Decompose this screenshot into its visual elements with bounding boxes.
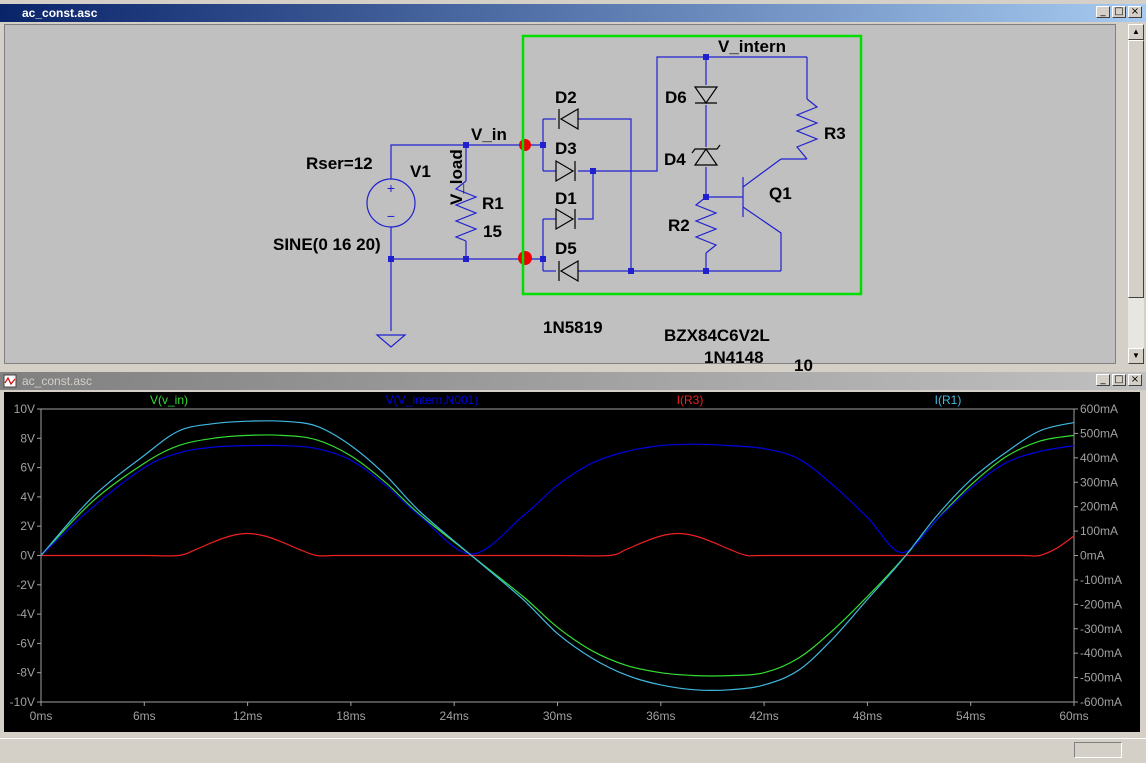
y-right-tick-label: -600mA <box>1080 695 1122 709</box>
x-tick-label: 30ms <box>543 709 572 723</box>
label-q1: Q1 <box>769 184 792 203</box>
label-vload: V_load <box>447 149 466 205</box>
svg-text:−: − <box>387 208 395 224</box>
y-left-tick-label: 8V <box>20 431 35 445</box>
y-left-tick-label: 0V <box>20 549 35 563</box>
y-left-tick-label: -4V <box>16 607 35 621</box>
legend-entry[interactable]: I(R1) <box>935 393 962 407</box>
label-r1-value: 15 <box>483 222 502 241</box>
minimize-button[interactable]: _ <box>1096 374 1110 386</box>
x-tick-label: 42ms <box>749 709 778 723</box>
y-left-tick-label: -6V <box>16 636 35 650</box>
y-right-tick-label: 100mA <box>1080 524 1118 538</box>
x-tick-label: 54ms <box>956 709 985 723</box>
x-tick-label: 48ms <box>853 709 882 723</box>
close-button[interactable]: × <box>1128 6 1142 18</box>
waveform-icon <box>3 374 17 388</box>
x-tick-label: 36ms <box>646 709 675 723</box>
trace-line <box>41 532 1075 557</box>
legend-entry[interactable]: V(V_intern,N001) <box>386 393 479 407</box>
label-vintern: V_intern <box>718 37 786 56</box>
label-d6: D6 <box>665 88 687 107</box>
y-right-tick-label: 600mA <box>1080 402 1118 416</box>
label-d3: D3 <box>555 139 577 158</box>
y-left-tick-label: -8V <box>16 666 35 680</box>
x-tick-label: 24ms <box>440 709 469 723</box>
legend-entry[interactable]: I(R3) <box>677 393 704 407</box>
label-v1: V1 <box>410 162 431 181</box>
schematic-titlebar[interactable]: ac_const.asc _ □ × <box>0 4 1146 22</box>
label-vin: V_in <box>471 125 507 144</box>
y-left-tick-label: -10V <box>10 695 35 709</box>
y-left-tick-label: 10V <box>14 402 35 416</box>
plot-title: ac_const.asc <box>22 374 93 388</box>
label-rser: Rser=12 <box>306 154 373 173</box>
x-axis: 0ms 6ms 12ms 18ms 24ms 30ms 36ms 42ms 48ms 54ms 60… <box>30 702 1089 723</box>
y-left-tick-label: 2V <box>20 519 35 533</box>
minimize-button[interactable]: _ <box>1096 6 1110 18</box>
maximize-button[interactable]: □ <box>1112 6 1126 18</box>
legend-entry[interactable]: V(v_in) <box>150 393 188 407</box>
svg-text:+: + <box>387 180 395 196</box>
x-tick-label: 12ms <box>233 709 262 723</box>
label-d4: D4 <box>664 150 686 169</box>
scroll-up-icon[interactable]: ▲ <box>1128 24 1144 40</box>
status-bar <box>0 738 1146 763</box>
maximize-button[interactable]: □ <box>1112 374 1126 386</box>
x-tick-label: 60ms <box>1059 709 1088 723</box>
y-right-tick-label: -300mA <box>1080 622 1122 636</box>
label-d2: D2 <box>555 88 577 107</box>
schematic-components: + − <box>366 86 721 348</box>
x-tick-label: 6ms <box>133 709 156 723</box>
y-right-tick-label: -100mA <box>1080 573 1122 587</box>
schematic-junctions <box>388 54 709 274</box>
trace-line <box>40 443 1075 556</box>
y-right-tick-label: 200mA <box>1080 500 1118 514</box>
traces <box>40 420 1075 691</box>
schematic-title: ac_const.asc <box>22 6 98 20</box>
close-button[interactable]: × <box>1128 374 1142 386</box>
trace-line <box>40 420 1075 691</box>
label-d1: D1 <box>555 189 577 208</box>
y-right-tick-label: 500mA <box>1080 426 1118 440</box>
selection-box <box>521 34 863 296</box>
y-left-tick-label: 6V <box>20 461 35 475</box>
plot-area[interactable]: 10V 8V 6V 4V 2V 0V -2V -4V -6V -8V -10V 600mA 500mA… <box>4 392 1140 732</box>
y-right-tick-label: -400mA <box>1080 646 1122 660</box>
x-tick-label: 0ms <box>30 709 53 723</box>
y-right-tick-label: 300mA <box>1080 475 1118 489</box>
status-panel <box>1074 742 1122 758</box>
label-r3: R3 <box>824 124 846 143</box>
schematic-canvas[interactable]: + − <box>4 24 1116 375</box>
scroll-thumb[interactable] <box>1128 40 1144 298</box>
scroll-down-icon[interactable]: ▼ <box>1128 348 1144 364</box>
y-left-axis: 10V 8V 6V 4V 2V 0V -2V -4V -6V -8V -10V <box>10 402 41 709</box>
y-right-tick-label: 400mA <box>1080 451 1118 465</box>
probe-markers <box>518 139 532 265</box>
schematic-labels: Rser=12 V1 SINE(0 16 20) V_in V_load R1 … <box>273 37 846 375</box>
label-model-bzx: BZX84C6V2L <box>664 326 770 345</box>
y-left-tick-label: 4V <box>20 490 35 504</box>
y-right-tick-label: -500mA <box>1080 671 1122 685</box>
label-d5: D5 <box>555 239 577 258</box>
label-r2: R2 <box>668 216 690 235</box>
legend: V(v_in) V(V_intern,N001) I(R3) I(R1) <box>150 393 961 407</box>
label-r1: R1 <box>482 194 504 213</box>
schematic-vscrollbar[interactable]: ▲ ▼ <box>1128 24 1144 364</box>
label-model-10: 10 <box>794 356 813 375</box>
label-sine: SINE(0 16 20) <box>273 235 381 254</box>
plot-window: ac_const.asc _ □ × 10V 8V 6V 4V 2V 0V -2V -4V -6… <box>0 372 1146 736</box>
label-model-1n4148: 1N4148 <box>704 348 764 367</box>
plot-titlebar[interactable]: ac_const.asc _ □ × <box>0 372 1146 390</box>
y-left-tick-label: -2V <box>16 578 35 592</box>
schematic-window: ac_const.asc _ □ × <box>0 4 1146 375</box>
label-model-1n5819: 1N5819 <box>543 318 603 337</box>
x-tick-label: 18ms <box>336 709 365 723</box>
y-right-tick-label: -200mA <box>1080 597 1122 611</box>
y-right-tick-label: 0mA <box>1080 549 1105 563</box>
y-right-axis: 600mA 500mA 400mA 300mA 200mA 100mA 0mA -100mA -… <box>1074 402 1122 709</box>
